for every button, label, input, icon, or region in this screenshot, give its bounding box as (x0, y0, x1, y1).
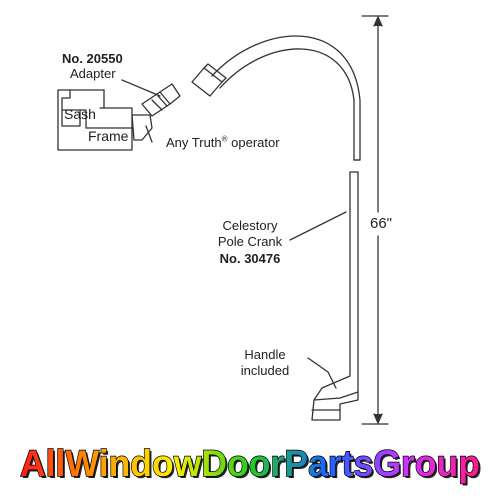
operator-label: Any Truth® operator (166, 135, 280, 151)
adapter-leader-line (121, 79, 161, 97)
brand-logo: AllWindowDoorPartsGroup AllWindowDoorPar… (19, 442, 482, 486)
crank-socket (191, 63, 227, 97)
handle-leader-line (307, 357, 337, 389)
crank-handle (311, 387, 359, 421)
crank-number-label: No. 30476 (219, 251, 281, 266)
handle-label-line2: included (240, 363, 290, 378)
operator-label-suffix: operator (227, 135, 280, 150)
adapter (141, 83, 181, 117)
crank-label-line2: Pole Crank (217, 234, 283, 249)
sash-label: Sash (64, 106, 96, 122)
length-label: 66" (370, 215, 393, 232)
pole-crank-leader-line (289, 211, 347, 241)
window-frame-profile (57, 89, 133, 151)
length-dimension (361, 15, 389, 425)
crank-label-line1: Celestory (222, 218, 278, 233)
frame-label: Frame (88, 128, 129, 144)
pole-crank-drawing (57, 15, 389, 425)
crank-pole-lower (321, 171, 359, 393)
operator-label-name: Any Truth (166, 135, 222, 150)
handle-label-line1: Handle (244, 347, 286, 362)
registered-mark: ® (221, 134, 228, 144)
operator-leader-line (145, 125, 153, 143)
brand-logo-shadow: AllWindowDoorPartsGroup (22, 445, 482, 486)
truth-operator (131, 114, 153, 141)
adapter-number-label: No. 20550 (62, 51, 123, 66)
adapter-label: Adapter (70, 66, 116, 81)
brand-logo-text: AllWindowDoorPartsGroup (20, 443, 480, 484)
